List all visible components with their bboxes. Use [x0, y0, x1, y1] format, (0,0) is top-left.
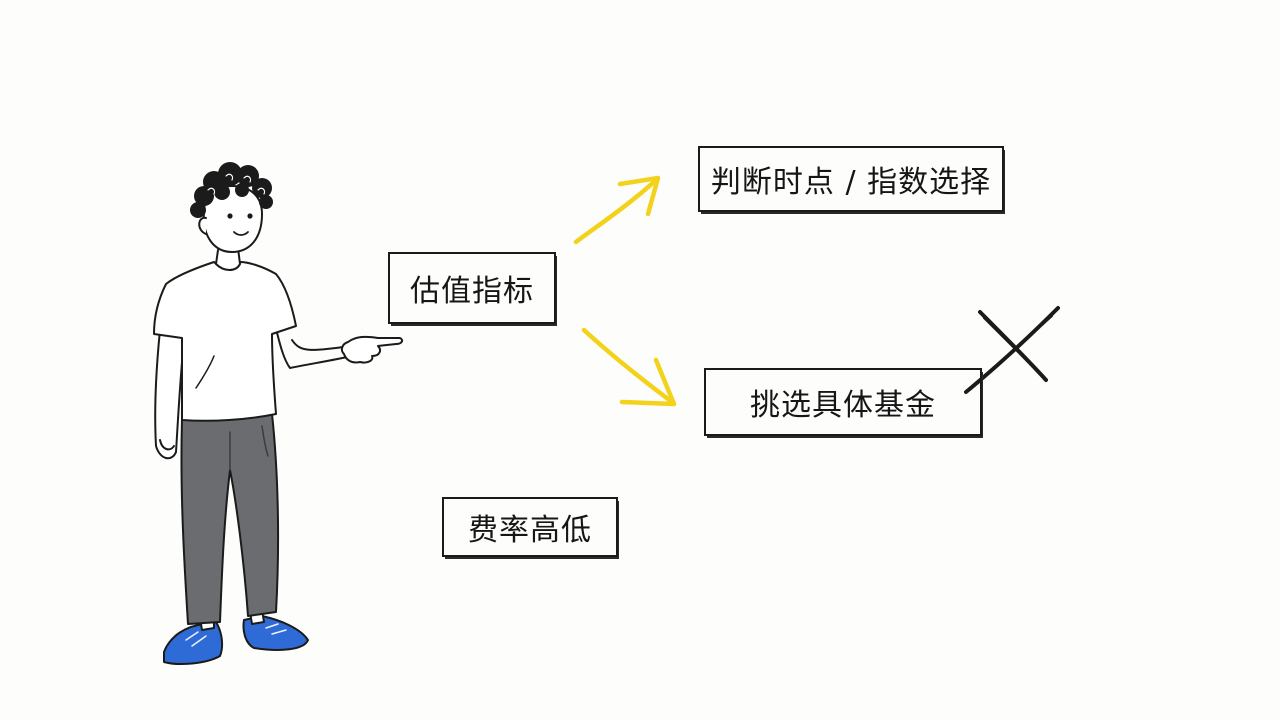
person-illustration	[153, 162, 404, 665]
left-arm	[154, 329, 185, 460]
arrow-up-to-timing	[573, 175, 661, 245]
t-shirt	[153, 261, 297, 422]
timing-index-box: 判断时点 / 指数选择	[698, 146, 1004, 212]
pick-fund-label: 挑选具体基金	[750, 388, 936, 423]
curly-hair	[190, 162, 273, 218]
left-shoe	[163, 621, 224, 665]
fee-rate-box: 费率高低	[442, 497, 618, 557]
fee-label: 费率高低	[468, 513, 592, 548]
right-arm	[273, 319, 353, 369]
pointing-hand	[340, 335, 404, 364]
pick-fund-box: 挑选具体基金	[704, 368, 982, 436]
timing-label: 判断时点 / 指数选择	[710, 165, 992, 200]
valuation-label: 估值指标	[410, 274, 534, 309]
valuation-indicator-box: 估值指标	[388, 252, 556, 324]
arrow-down-to-pick	[581, 327, 677, 407]
